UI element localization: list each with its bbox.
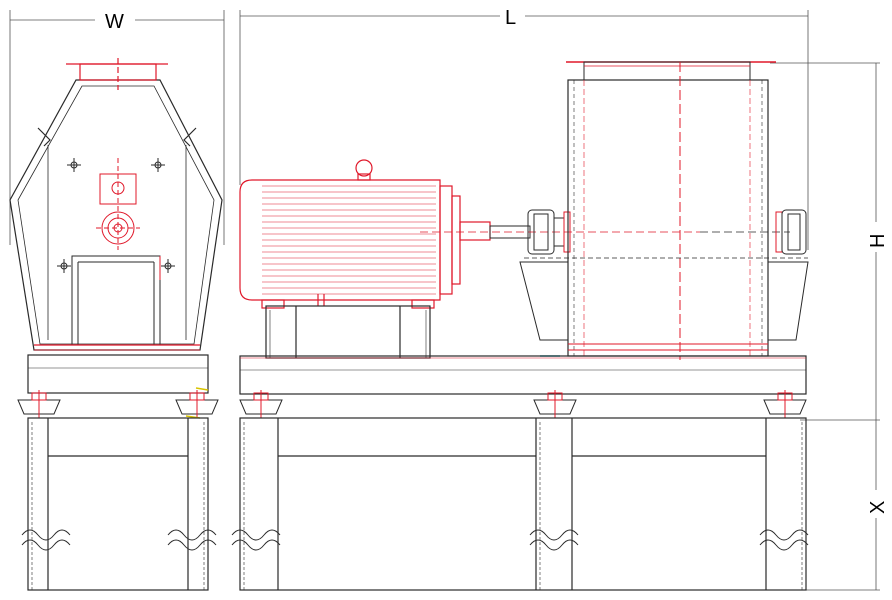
height-label: H — [867, 234, 889, 248]
front-view-support-stand — [239, 417, 807, 591]
side-view-support-stand — [27, 417, 209, 591]
side-view-bearing-plate — [96, 158, 140, 250]
side-view-break-symbols — [21, 529, 217, 551]
front-view-isolators — [239, 390, 807, 418]
side-view-hopper — [9, 79, 223, 351]
mixer-tank — [519, 61, 809, 360]
motor-fins — [262, 185, 436, 295]
main-base-frame — [239, 355, 807, 395]
side-view-chute — [71, 255, 161, 345]
side-view-top-flange — [66, 58, 168, 90]
side-view-bolts — [57, 158, 175, 273]
length-label: L — [505, 7, 516, 29]
motor-base — [265, 305, 431, 359]
width-label: W — [105, 11, 124, 33]
motor — [239, 159, 491, 309]
dimension-lines — [9, 10, 880, 591]
side-view-base-frame — [27, 344, 209, 394]
front-view — [231, 61, 809, 591]
side-view-isolators — [17, 387, 219, 419]
side-view — [9, 58, 223, 591]
shaft-coupling — [420, 209, 807, 255]
base-label: X — [867, 501, 889, 514]
front-view-break-symbols — [231, 529, 809, 551]
